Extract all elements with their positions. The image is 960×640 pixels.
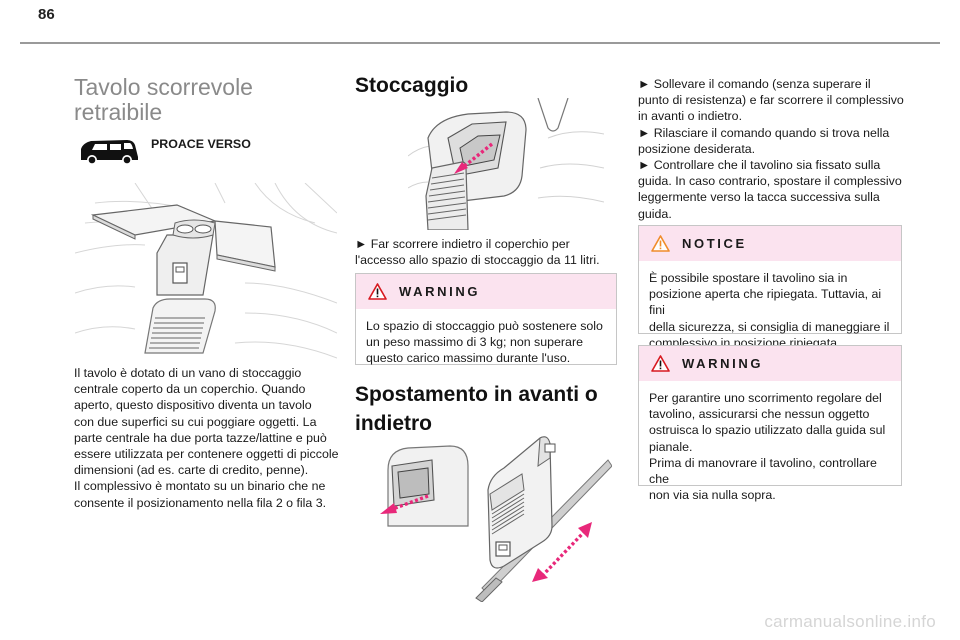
notice-line: della sicurezza, si consiglia di maneggi… (649, 319, 890, 334)
instruction-line: l'accesso allo spazio di stoccaggio da 1… (355, 253, 600, 268)
section-title-line-1: Tavolo scorrevole (74, 74, 253, 100)
notice-title: NOTICE (682, 236, 747, 251)
instruction-line: ► Far scorrere indietro il coperchio per (355, 237, 570, 251)
notice-box: NOTICE È possibile spostare il tavolino … (638, 225, 902, 350)
body-line: consente il posizionamento nella fila 2 … (74, 495, 327, 510)
body-line: Il complessivo è montato su un binario c… (74, 479, 326, 494)
warning-box-rail: WARNING Per garantire uno scorrimento re… (638, 345, 902, 502)
body-line: Il tavolo è dotato di un vano di stoccag… (74, 366, 302, 380)
warning-line: Per garantire uno scorrimento regolare d… (649, 391, 882, 405)
warning-line: un peso massimo di 3 kg; non superare (366, 335, 583, 350)
body-line: aperto, questo dispositivo diventa un ta… (74, 398, 312, 413)
instruction-line: leggermente verso la tacca successiva su… (638, 190, 880, 205)
warning-triangle-icon (651, 355, 670, 372)
instruction-line: punto di resistenza) e far scorrere il c… (638, 93, 904, 108)
warning-line: Prima di manovrare il tavolino, controll… (649, 455, 877, 487)
warning-triangle-icon (368, 283, 387, 300)
body-line: centrale coperto da un coperchio. Quando (74, 382, 306, 397)
instruction-line: ► Rilasciare il comando quando si trova … (638, 125, 890, 140)
col3-instructions: ► Sollevare il comando (senza superare i… (638, 76, 908, 222)
section-title: Tavolo scorrevole retraibile (74, 75, 253, 125)
col1-body: Il tavolo è dotato di un vano di stoccag… (74, 365, 344, 511)
sliding-table-illustration (75, 183, 337, 361)
body-line: essere utilizzata per contenere oggetti … (74, 447, 339, 462)
instruction-line: guida. In caso contrario, spostare il co… (638, 174, 902, 189)
heading-move-line-1: Spostamento in avanti o (355, 383, 598, 406)
warning-line: tavolino, assicurarsi che nessun oggetto (649, 407, 870, 422)
warning-box-header: WARNING (356, 274, 616, 309)
warning-line: Lo spazio di stoccaggio può sostenere so… (366, 319, 603, 333)
col2-instruction: ► Far scorrere indietro il coperchio per… (355, 236, 610, 268)
warning-box-header: WARNING (639, 346, 901, 381)
van-icon (77, 135, 141, 167)
warning-title: WARNING (399, 284, 481, 299)
warning-box-storage: WARNING Lo spazio di stoccaggio può sost… (355, 273, 617, 365)
heading-storage: Stoccaggio (355, 74, 469, 97)
instruction-line: ► Sollevare il comando (senza superare i… (638, 77, 871, 91)
warning-line: non via sia nulla sopra. (649, 488, 776, 503)
body-line: con due superfici su cui poggiare oggett… (74, 414, 317, 429)
heading-move-line-2: indietro (355, 412, 432, 435)
warning-box-body: Lo spazio di stoccaggio può sostenere so… (356, 309, 616, 375)
model-label: PROACE VERSO (151, 137, 251, 151)
watermark: carmanualsonline.info (764, 612, 936, 631)
warning-title: WARNING (682, 356, 764, 371)
notice-box-header: NOTICE (639, 226, 901, 261)
notice-line: posizione aperta che ripiegata. Tuttavia… (649, 287, 882, 318)
warning-line: ostruisca lo spazio utilizzato dalla gui… (649, 423, 886, 438)
page-number: 86 (38, 6, 55, 23)
warning-line: questo carico massimo durante l'uso. (366, 351, 571, 366)
instruction-line: ► Controllare che il tavolino sia fissat… (638, 158, 881, 173)
instruction-line: posizione desiderata. (638, 141, 756, 156)
storage-illustration (408, 98, 604, 230)
instruction-line: guida. (638, 206, 672, 221)
body-line: dimensioni (ad es. carte di credito, pen… (74, 463, 309, 478)
header-rule (20, 42, 940, 44)
move-illustration (372, 430, 612, 602)
notice-triangle-icon (651, 235, 670, 252)
instruction-line: in avanti o indietro. (638, 109, 743, 124)
notice-line: È possibile spostare il tavolino sia in (649, 271, 848, 285)
body-line: parte centrale ha due porta tazze/lattin… (74, 430, 327, 445)
warning-box-body: Per garantire uno scorrimento regolare d… (639, 381, 901, 511)
warning-line: pianale. (649, 439, 693, 454)
heading-move: Spostamento in avanti o indietro (355, 380, 598, 438)
section-title-line-2: retraibile (74, 99, 163, 125)
